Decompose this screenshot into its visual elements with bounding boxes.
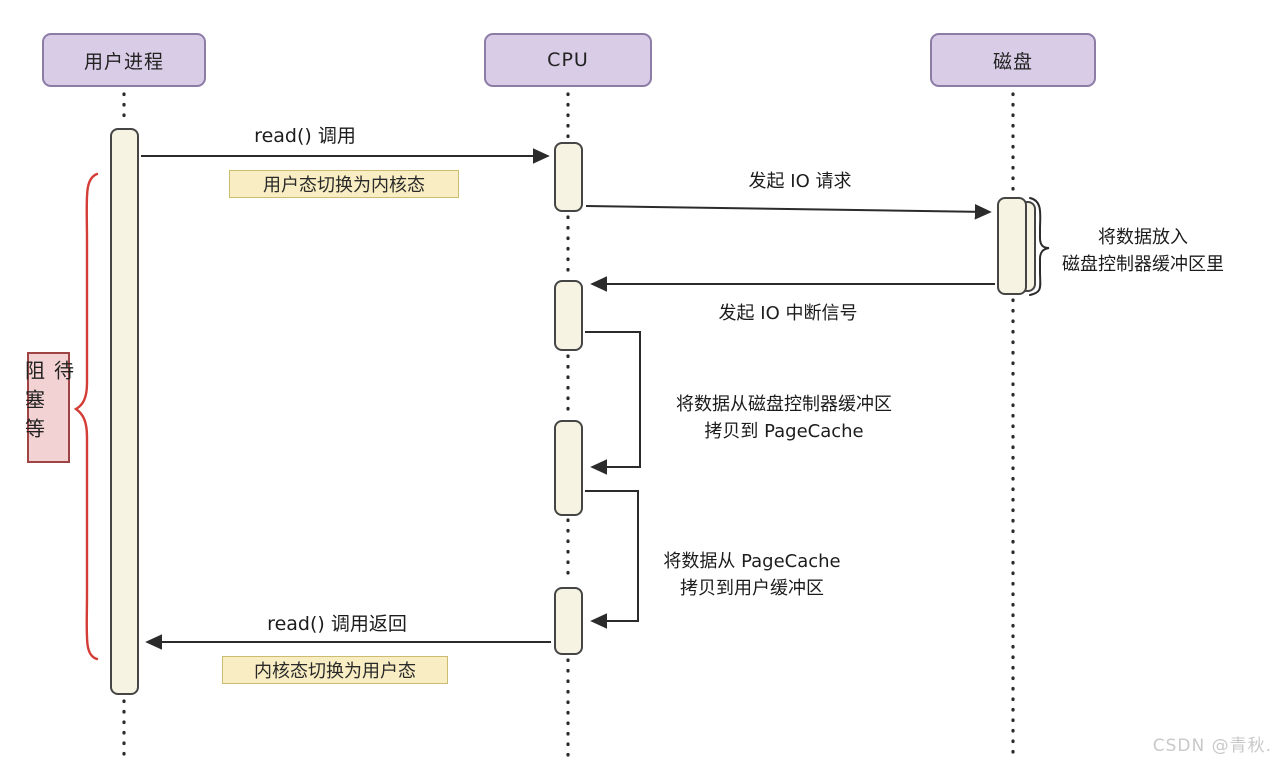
blocking-wait-brace xyxy=(73,172,99,661)
blocking-wait-label: 阻塞等待 xyxy=(22,352,75,463)
label-copy-to-pagecache: 将数据从磁盘控制器缓冲区 拷贝到 PageCache xyxy=(676,391,892,445)
copy-pagecache-line1: 将数据从磁盘控制器缓冲区 xyxy=(676,394,892,415)
activation-cpu-2 xyxy=(554,280,583,351)
label-read-return: read() 调用返回 xyxy=(267,613,407,635)
arrow-io-request xyxy=(585,203,992,220)
note-mode-switch-to-kernel: 用户态切换为内核态 xyxy=(229,170,459,198)
activation-disk xyxy=(997,197,1027,295)
disk-note-line2: 磁盘控制器缓冲区里 xyxy=(1062,254,1224,275)
disk-note-brace xyxy=(1029,197,1050,296)
label-disk-note: 将数据放入 磁盘控制器缓冲区里 xyxy=(1062,224,1224,278)
actor-cpu-label: CPU xyxy=(547,49,589,71)
arrow-copy-to-pagecache xyxy=(585,331,641,475)
activation-user-process xyxy=(110,128,139,695)
watermark: CSDN @青秋. xyxy=(1152,736,1272,756)
actor-cpu: CPU xyxy=(484,33,652,87)
disk-note-line1: 将数据放入 xyxy=(1098,227,1188,248)
activation-cpu-3 xyxy=(554,420,583,516)
label-io-request: 发起 IO 请求 xyxy=(748,171,852,192)
label-copy-to-userbuffer: 将数据从 PageCache 拷贝到用户缓冲区 xyxy=(663,548,840,602)
actor-disk-label: 磁盘 xyxy=(992,50,1033,73)
copy-pagecache-line2: 拷贝到 PageCache xyxy=(704,421,864,442)
arrow-copy-to-userbuffer xyxy=(585,490,639,629)
label-read-call: read() 调用 xyxy=(254,125,356,147)
activation-cpu-1 xyxy=(554,142,583,212)
actor-user-process-label: 用户进程 xyxy=(83,50,164,73)
label-io-interrupt: 发起 IO 中断信号 xyxy=(718,303,858,324)
copy-userbuf-line1: 将数据从 PageCache xyxy=(663,551,841,572)
actor-disk: 磁盘 xyxy=(930,33,1096,87)
copy-userbuf-line2: 拷贝到用户缓冲区 xyxy=(680,578,824,599)
activation-cpu-4 xyxy=(554,587,583,655)
actor-user-process: 用户进程 xyxy=(42,33,206,87)
note-mode-switch-to-user: 内核态切换为用户态 xyxy=(222,656,448,684)
